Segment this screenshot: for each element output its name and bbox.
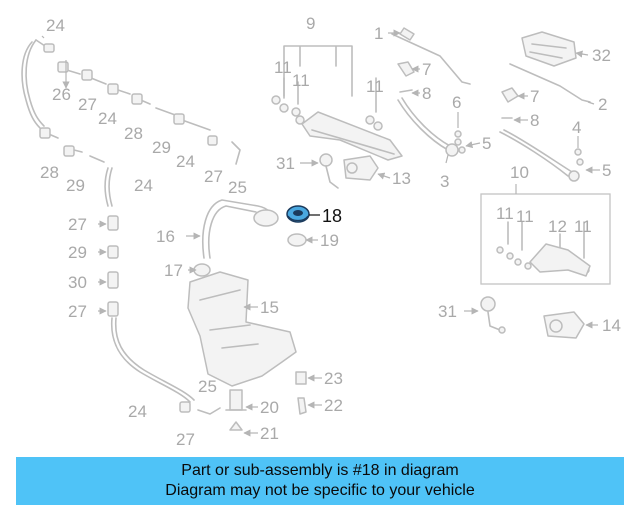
label-18: 18 [322,206,342,226]
label-30: 30 [68,273,87,292]
label-24: 24 [98,109,117,128]
label-24: 24 [128,402,147,421]
label-23: 23 [324,369,343,388]
label-20: 20 [260,398,279,417]
label-31: 31 [276,154,295,173]
hose-assembly [21,39,241,413]
label-27: 27 [78,95,97,114]
label-3: 3 [440,172,449,191]
label-24: 24 [176,152,195,171]
callout-labels: 24 26 27 24 28 29 24 28 29 24 27 25 27 2… [40,14,621,449]
part-18-highlight[interactable] [286,205,310,223]
wiper-linkage-center [271,27,471,189]
label-1: 1 [374,24,383,43]
label-7: 7 [530,87,539,106]
label-13: 13 [392,169,411,188]
label-11: 11 [574,217,592,236]
banner-line-1: Part or sub-assembly is #18 in diagram [181,462,459,479]
label-2: 2 [598,95,607,114]
label-31: 31 [438,302,457,321]
info-banner: Part or sub-assembly is #18 in diagram D… [16,457,624,505]
label-7: 7 [422,60,431,79]
label-28: 28 [40,163,59,182]
subassembly-10 [480,193,611,285]
label-32: 32 [592,46,611,65]
label-29: 29 [68,243,87,262]
wiper-arms-right [499,31,591,182]
banner-line-2: Diagram may not be specific to your vehi… [165,482,475,499]
label-28: 28 [124,124,143,143]
leader-lines [41,29,600,437]
label-24: 24 [134,176,153,195]
label-6: 6 [452,93,461,112]
label-27: 27 [68,215,87,234]
label-12: 12 [548,217,567,236]
label-14: 14 [602,316,621,335]
label-11: 11 [366,77,384,96]
label-29: 29 [152,138,171,157]
label-21: 21 [260,424,279,443]
label-11: 11 [274,58,292,77]
label-25: 25 [228,178,247,197]
label-10: 10 [510,163,529,182]
label-15: 15 [260,298,279,317]
label-5: 5 [482,134,491,153]
label-16: 16 [156,227,175,246]
label-8: 8 [422,84,431,103]
motor-lower-right [480,296,585,339]
label-17: 17 [164,261,183,280]
label-8: 8 [530,111,539,130]
washer-tank [187,199,307,431]
label-19: 19 [320,231,339,250]
label-27: 27 [204,167,223,186]
label-4: 4 [572,118,581,137]
label-25: 25 [198,377,217,396]
label-11: 11 [516,207,534,226]
label-24: 24 [46,16,65,35]
label-11: 11 [496,204,514,223]
label-22: 22 [324,396,343,415]
label-11: 11 [292,71,310,90]
label-27: 27 [176,430,195,449]
label-9: 9 [306,14,315,33]
label-29: 29 [66,176,85,195]
label-26: 26 [52,85,71,104]
label-5: 5 [602,161,611,180]
label-27: 27 [68,302,87,321]
